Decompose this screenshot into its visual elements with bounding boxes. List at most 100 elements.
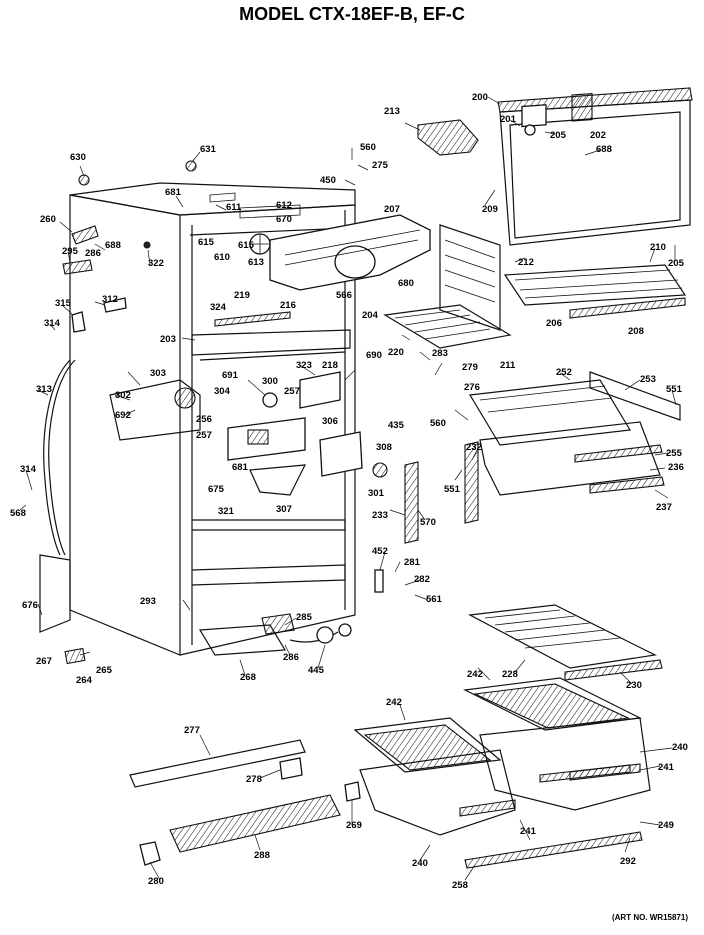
part-label: 268 <box>240 672 256 683</box>
part-label: 255 <box>666 448 683 459</box>
control-knob <box>174 387 196 409</box>
shelf-support-rails <box>374 441 479 593</box>
part-label: 312 <box>102 294 118 305</box>
part-label: 203 <box>160 334 176 345</box>
part-label: 201 <box>500 114 517 125</box>
drain-tube <box>43 359 71 556</box>
compressor-plug <box>198 613 352 656</box>
part-label: 240 <box>412 858 428 869</box>
part-label: 566 <box>336 290 352 301</box>
part-label: 242 <box>467 669 483 680</box>
part-label: 278 <box>246 774 262 785</box>
part-label: 230 <box>626 680 642 691</box>
part-label: 321 <box>218 506 235 517</box>
part-label: 249 <box>658 820 674 831</box>
part-label: 680 <box>398 278 414 289</box>
part-number-labels: 200 201 205 202 688 213 560 275 450 207 … <box>10 92 688 891</box>
light-shield <box>249 464 307 496</box>
part-label: 551 <box>666 384 683 395</box>
part-label: 276 <box>464 382 480 393</box>
part-label: 241 <box>520 826 537 837</box>
part-label: 208 <box>628 326 644 337</box>
part-label: 228 <box>502 669 518 680</box>
part-label: 211 <box>500 360 516 371</box>
part-label: 323 <box>296 360 312 371</box>
part-label: 237 <box>656 502 672 513</box>
part-label: 313 <box>36 384 52 395</box>
part-label: 615 <box>238 240 255 251</box>
part-label: 236 <box>668 462 684 473</box>
part-label: 285 <box>296 612 313 623</box>
part-label: 210 <box>650 242 666 253</box>
part-label: 264 <box>76 675 93 686</box>
part-label: 286 <box>85 248 101 259</box>
part-label: 630 <box>70 152 86 163</box>
part-label: 240 <box>672 742 688 753</box>
model-title: MODEL CTX-18EF-B, EF-C <box>239 4 465 24</box>
panel-308 <box>319 431 363 477</box>
part-label: 220 <box>388 347 404 358</box>
part-label: 202 <box>590 130 606 141</box>
part-label: 281 <box>404 557 421 568</box>
part-label: 610 <box>214 252 230 263</box>
part-label: 303 <box>150 368 166 379</box>
part-label: 216 <box>280 300 296 311</box>
glass-shelf-upper <box>468 604 663 681</box>
part-label: 561 <box>426 594 443 605</box>
part-label: 295 <box>62 246 79 257</box>
part-label: 306 <box>322 416 338 427</box>
part-label: 293 <box>140 596 156 607</box>
freezer-door-shelf <box>503 264 687 319</box>
part-label: 670 <box>276 214 292 225</box>
part-label: 282 <box>414 574 430 585</box>
part-label: 288 <box>254 850 270 861</box>
part-label: 265 <box>96 665 113 676</box>
crisper-pan-left <box>353 717 516 836</box>
part-label: 314 <box>20 464 37 475</box>
freezer-wire-shelf <box>383 224 512 349</box>
part-label: 688 <box>105 240 121 251</box>
part-label: 212 <box>518 257 534 268</box>
part-label: 260 <box>40 214 56 225</box>
part-label: 302 <box>115 390 131 401</box>
cabinet-top <box>69 182 356 216</box>
part-label: 570 <box>420 517 436 528</box>
part-label: 691 <box>222 370 239 381</box>
part-label: 267 <box>36 656 52 667</box>
part-label: 450 <box>320 175 336 186</box>
part-label: 692 <box>115 410 131 421</box>
part-label: 283 <box>432 348 448 359</box>
hinge-and-tubing <box>43 160 197 556</box>
part-label: 445 <box>308 665 325 676</box>
knob-301 <box>372 462 388 478</box>
part-label: 615 <box>198 237 215 248</box>
part-label: 688 <box>596 144 612 155</box>
part-label: 324 <box>210 302 227 313</box>
part-label: 277 <box>184 725 200 736</box>
evaporator-duct <box>209 192 431 291</box>
ice-tray <box>417 119 479 156</box>
part-label: 307 <box>276 504 292 515</box>
support-bar <box>214 311 291 327</box>
part-label: 252 <box>556 367 572 378</box>
leader-lines <box>19 96 677 881</box>
access-cover <box>39 554 71 633</box>
part-label: 292 <box>620 856 636 867</box>
part-label: 279 <box>462 362 478 373</box>
door-outer-panel <box>499 99 691 246</box>
part-label: 560 <box>430 418 446 429</box>
part-label: 315 <box>55 298 72 309</box>
part-label: 560 <box>360 142 376 153</box>
part-label: 676 <box>22 600 38 611</box>
part-label: 205 <box>668 258 685 269</box>
part-label: 314 <box>44 318 61 329</box>
control-housing <box>109 371 388 496</box>
part-label: 213 <box>384 106 400 117</box>
part-label: 253 <box>640 374 656 385</box>
part-label: 256 <box>196 414 212 425</box>
part-label: 242 <box>386 697 402 708</box>
part-label: 207 <box>384 204 400 215</box>
part-label: 304 <box>214 386 231 397</box>
part-label: 269 <box>346 820 362 831</box>
